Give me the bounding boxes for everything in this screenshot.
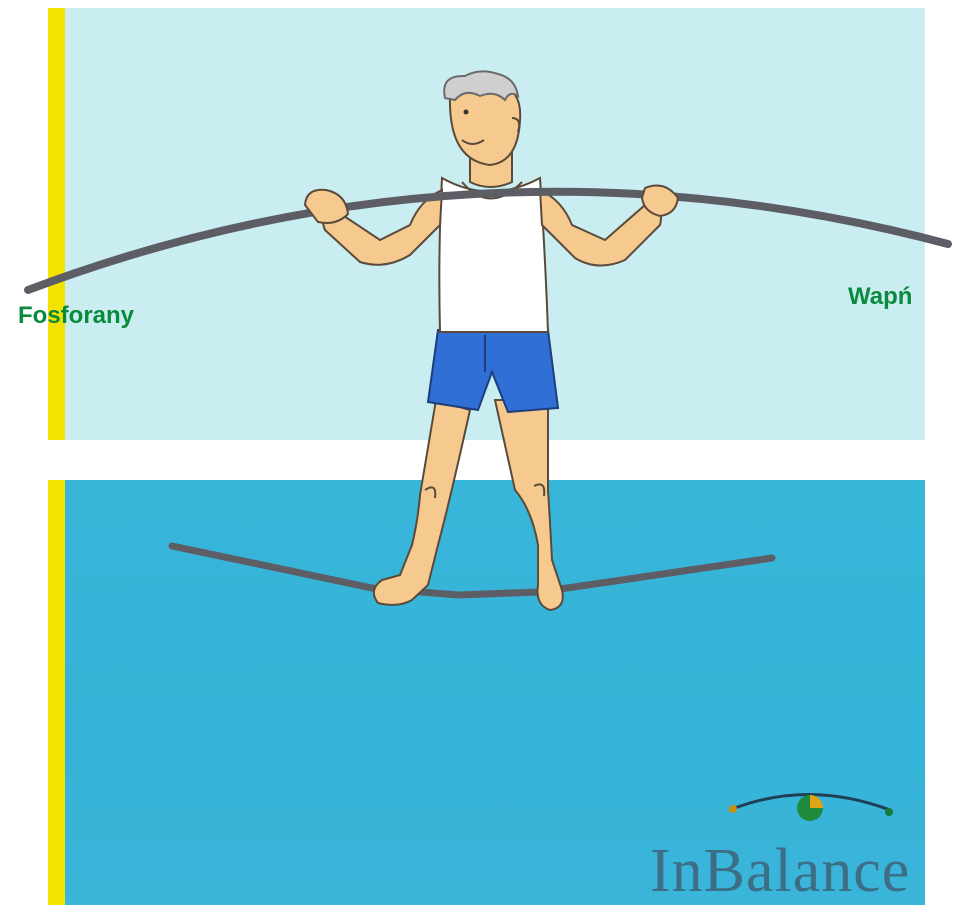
brand-logo-text: InBalance — [650, 836, 910, 907]
shorts — [428, 330, 558, 412]
phosphates-label: Fosforany — [18, 302, 134, 330]
logo-mark — [729, 794, 893, 821]
head — [444, 71, 520, 187]
calcium-label: Wapń — [848, 283, 912, 311]
legs — [374, 400, 563, 610]
torso — [439, 178, 548, 332]
tightrope — [172, 546, 772, 595]
